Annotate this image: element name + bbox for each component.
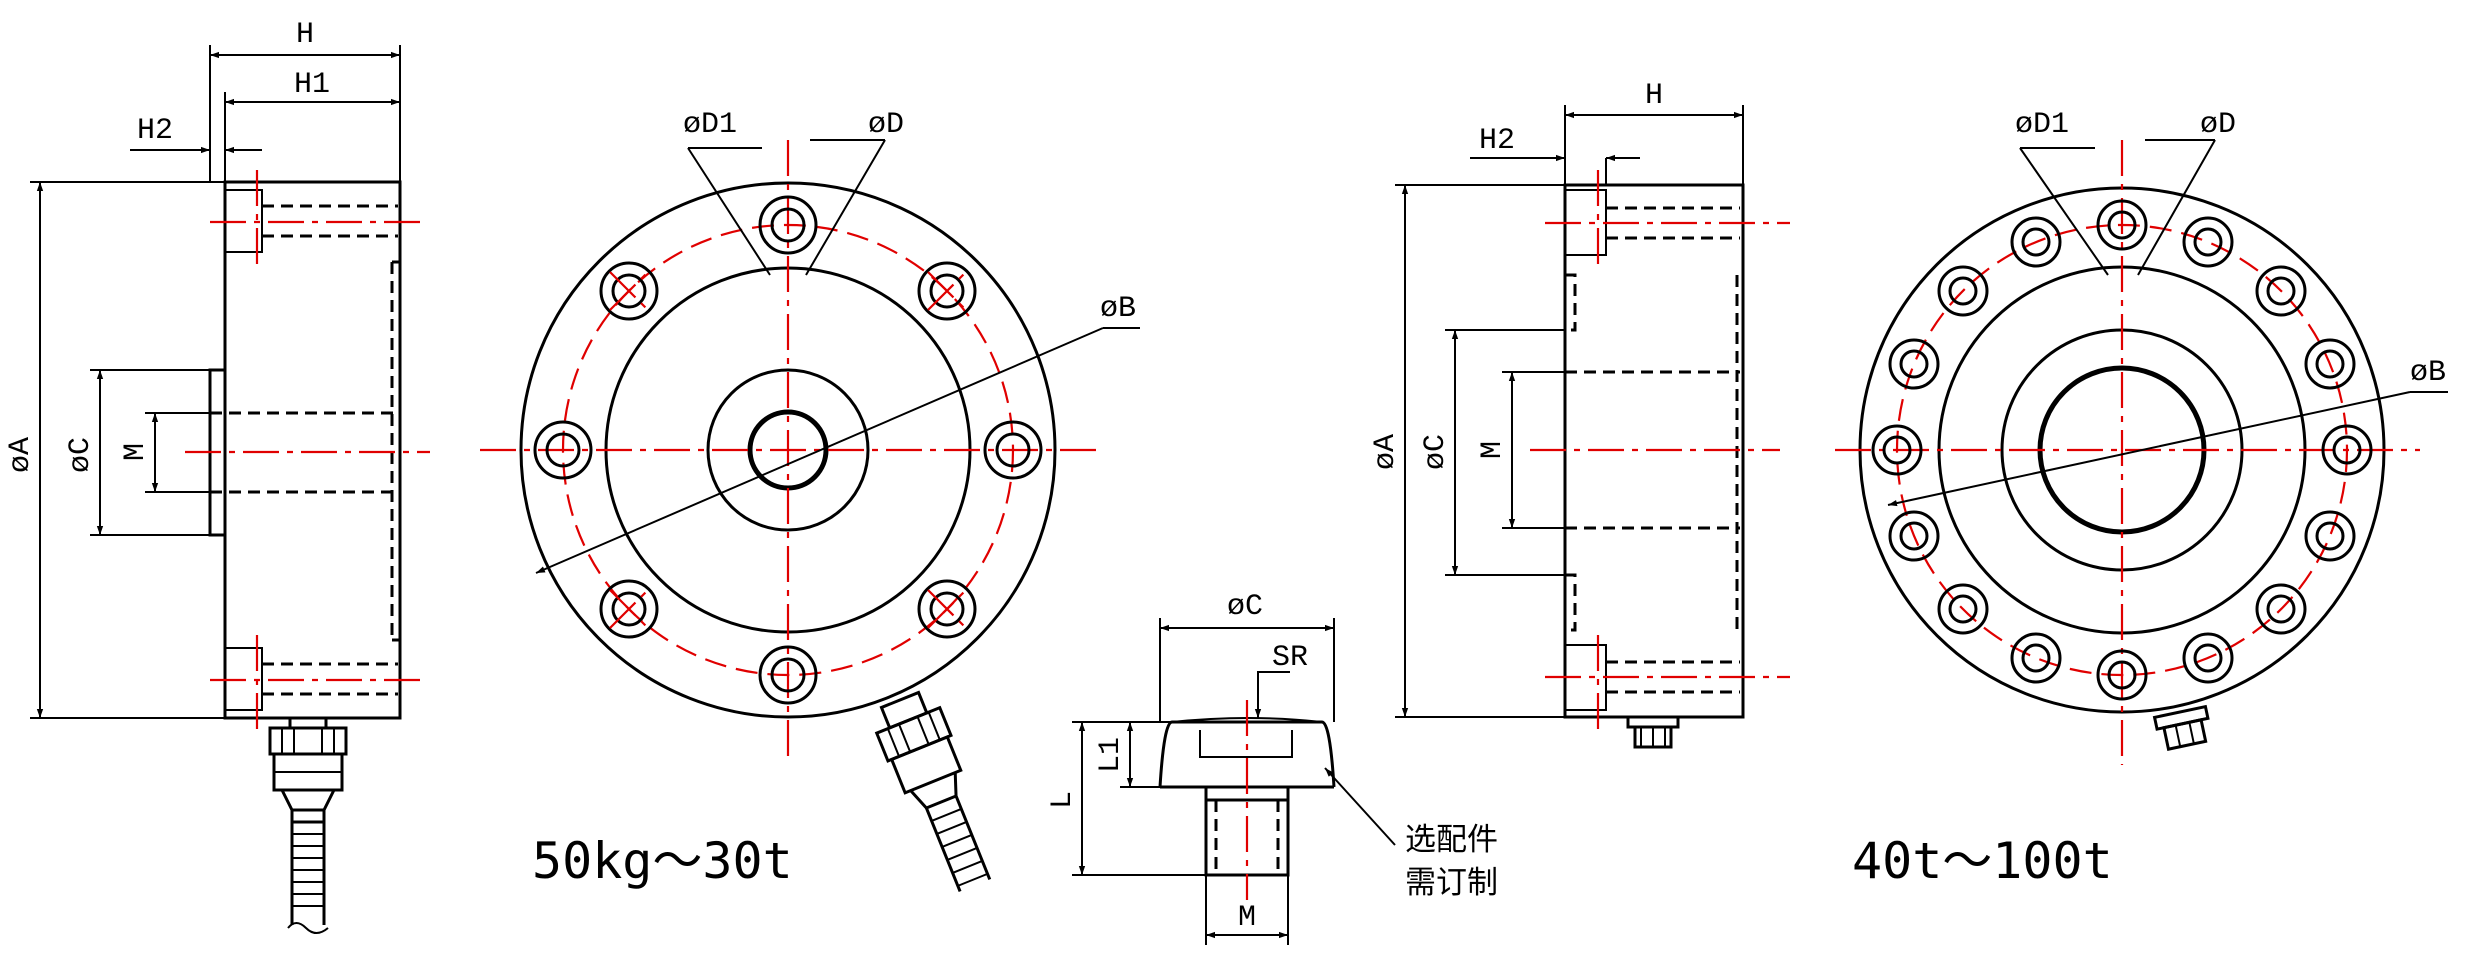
accessory-dim-sr: SR — [1272, 641, 1308, 675]
small-front-view: øD1 øD øB 50kg～30t — [480, 108, 1140, 892]
large-side-dim-h: H — [1645, 79, 1663, 113]
small-front-dim-b: øB — [1100, 292, 1136, 326]
small-side-dim-c: øC — [64, 437, 98, 473]
large-front-dim-b: øB — [2410, 356, 2446, 390]
accessory-note-optional: 选配件 — [1405, 822, 1498, 858]
accessory-dim-c: øC — [1227, 590, 1263, 624]
small-side-cable-gland — [268, 716, 348, 934]
large-front-dim-d: øD — [2200, 108, 2236, 142]
large-front-bolt-holes — [1871, 199, 2373, 701]
small-front-cable-gland — [874, 690, 992, 892]
small-front-dim-d: øD — [868, 108, 904, 142]
large-side-dim-a: øA — [1369, 434, 1403, 470]
large-front-dim-d1: øD1 — [2015, 108, 2069, 142]
large-side-view: H H2 øA øC M — [1369, 79, 1790, 749]
large-front-view: øD1 øD øB 40t～100t — [1835, 108, 2448, 890]
large-side-dim-c: øC — [1419, 434, 1453, 470]
large-side-connector — [1626, 715, 1680, 749]
accessory-view: øC SR L1 L M 选配件 需订制 — [1046, 590, 1498, 945]
large-side-dim-m: M — [1476, 441, 1510, 459]
small-range-caption: 50kg～30t — [532, 832, 793, 890]
large-side-dim-h2: H2 — [1479, 124, 1515, 158]
accessory-note-custom-order: 需订制 — [1405, 865, 1498, 901]
small-side-dim-h: H — [296, 18, 314, 52]
small-front-dim-d1: øD1 — [683, 108, 737, 142]
small-front-bolt-holes — [533, 195, 1043, 705]
accessory-dim-l: L — [1046, 791, 1080, 809]
accessory-dim-l1: L1 — [1094, 737, 1128, 773]
accessory-dim-m: M — [1238, 901, 1256, 935]
large-range-caption: 40t～100t — [1852, 832, 2113, 890]
small-side-view: H H1 H2 øA øC M — [4, 18, 430, 934]
large-front-connector — [2152, 704, 2210, 751]
small-side-dim-m: M — [119, 443, 153, 461]
small-side-dim-a: øA — [4, 437, 38, 473]
small-side-dim-h2: H2 — [137, 114, 173, 148]
small-side-dim-h1: H1 — [294, 68, 330, 102]
